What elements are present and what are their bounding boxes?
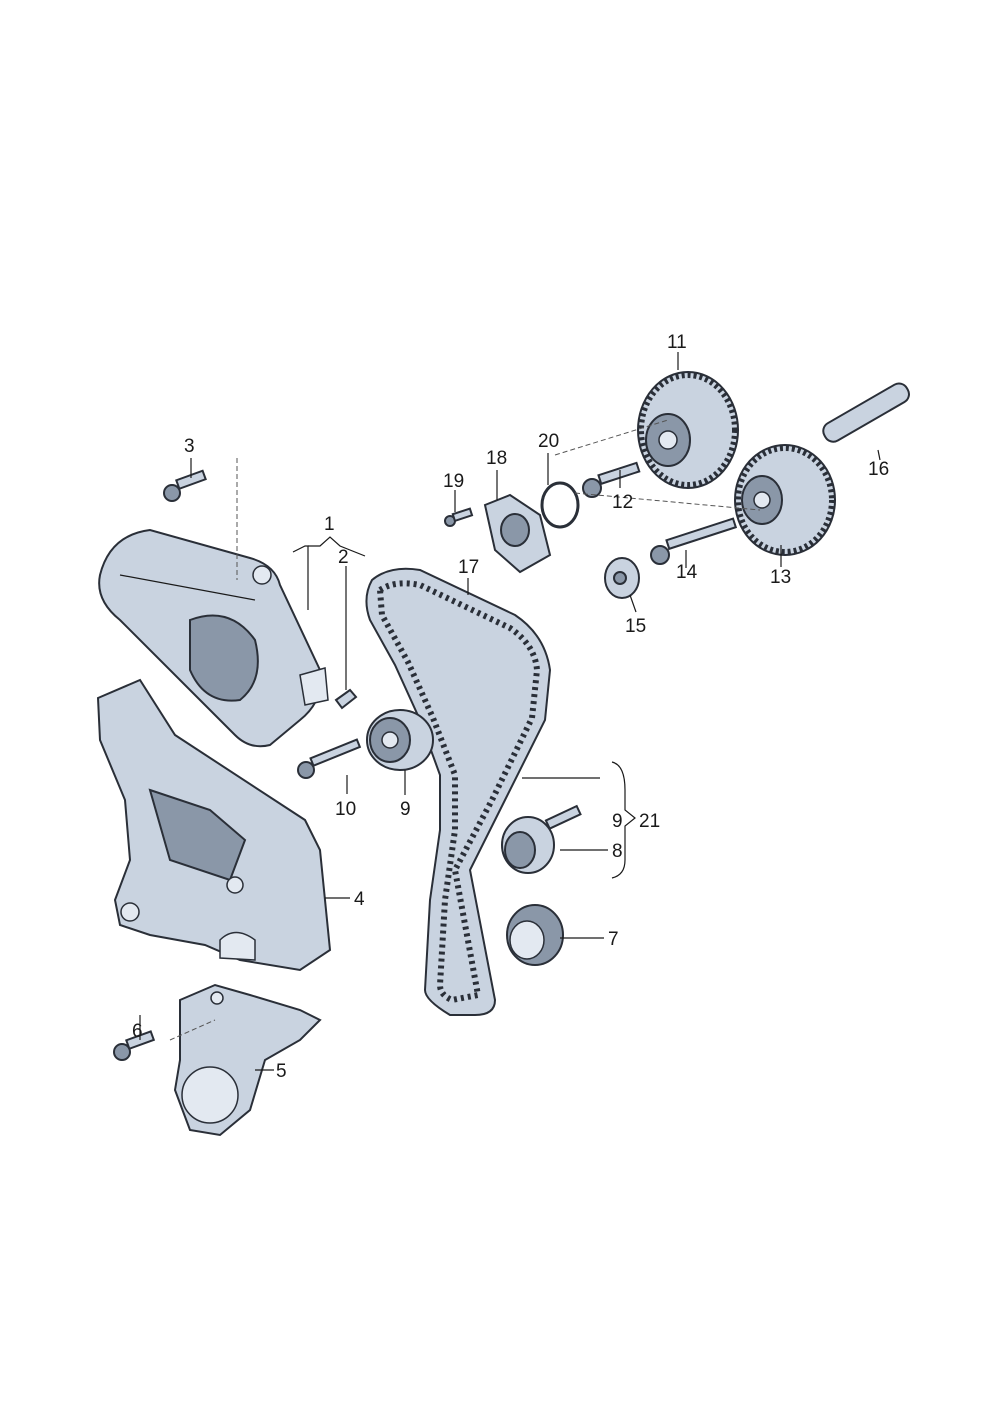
upper-timing-cover: [98, 528, 329, 748]
callout-7: 7: [608, 929, 619, 950]
callout-14: 14: [676, 562, 698, 583]
water-pump: [483, 493, 552, 574]
idler-roller: [501, 804, 582, 874]
callout-5: 5: [276, 1061, 287, 1082]
tensioner-bolt: [297, 738, 362, 779]
callout-8: 8: [612, 841, 623, 862]
tensioner-roller: [366, 709, 434, 771]
callout-13: 13: [770, 567, 791, 588]
callout-1: 1: [324, 514, 335, 535]
lower-timing-cover: [173, 983, 322, 1137]
callout-3: 3: [184, 436, 195, 457]
water-pump-o-ring: [540, 481, 580, 529]
cover-clip: [334, 688, 358, 710]
callouts: 1 2 3 4 5 6 7 8 9 9 10 11 12 13 14 15 16…: [132, 332, 889, 1082]
camshaft-gear-inlet: [637, 371, 739, 489]
callout-11: 11: [667, 332, 687, 353]
water-pump-bolt: [444, 507, 474, 527]
pin: [822, 382, 910, 443]
callout-16: 16: [868, 459, 889, 480]
camshaft-gear-exhaust: [734, 444, 836, 556]
callout-21: 21: [639, 811, 660, 832]
callout-2: 2: [338, 547, 349, 568]
callout-17: 17: [458, 557, 479, 578]
washer: [604, 557, 640, 599]
callout-15: 15: [625, 616, 646, 637]
cover-bolt: [163, 469, 207, 502]
camshaft-long-bolt: [650, 517, 738, 565]
callout-10: 10: [335, 799, 356, 820]
callout-9b: 9: [400, 799, 411, 820]
rear-timing-cover: [96, 678, 332, 972]
camshaft-bolt: [582, 461, 641, 498]
lower-cover-bolt: [113, 1030, 156, 1061]
callout-18: 18: [486, 448, 507, 469]
callout-9a: 9: [612, 811, 623, 832]
callout-4: 4: [354, 889, 365, 910]
crankshaft-gear: [506, 904, 564, 966]
callout-19: 19: [443, 471, 464, 492]
leader-lines: [139, 352, 881, 1071]
callout-12: 12: [612, 492, 633, 513]
callout-6: 6: [132, 1021, 143, 1042]
callout-20: 20: [538, 431, 559, 452]
